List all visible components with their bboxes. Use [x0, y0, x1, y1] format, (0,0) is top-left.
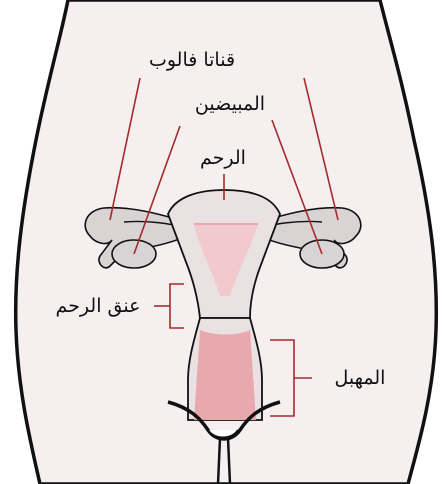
label-vagina: المهبل [335, 367, 386, 389]
label-ovaries: المبيضين [195, 93, 265, 115]
label-fallopian-tubes: قناتا فالوب [149, 49, 235, 71]
vagina-pink [194, 330, 256, 420]
label-cervix: عنق الرحم [56, 295, 141, 317]
label-uterus: الرحم [200, 147, 246, 169]
